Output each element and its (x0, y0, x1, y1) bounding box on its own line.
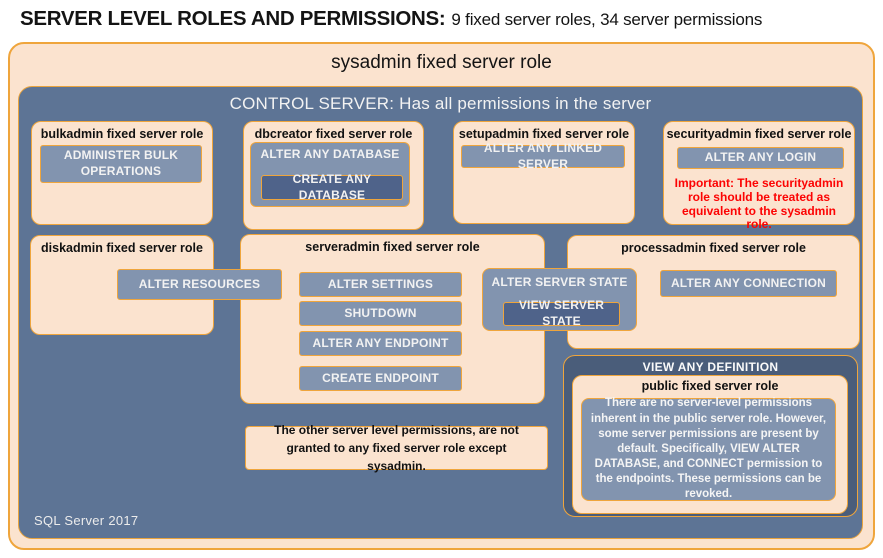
role-box-dbcreator: dbcreator fixed server role ALTER ANY DA… (243, 121, 424, 230)
role-box-securityadmin: securityadmin fixed server role ALTER AN… (663, 121, 855, 231)
perm-alter-resources: ALTER RESOURCES (117, 269, 282, 300)
page-title: SERVER LEVEL ROLES AND PERMISSIONS: 9 fix… (20, 7, 762, 31)
role-box-public: public fixed server role There are no se… (572, 375, 848, 514)
other-permissions-note-text: The other server level permissions, are … (274, 423, 519, 473)
perm-create-any-database: CREATE ANY DATABASE (261, 172, 403, 202)
role-label-public: public fixed server role (641, 379, 779, 393)
perm-alter-any-connection: ALTER ANY CONNECTION (660, 270, 837, 297)
page-title-bold: SERVER LEVEL ROLES AND PERMISSIONS: (20, 7, 446, 30)
perm-view-server-state: VIEW SERVER STATE (503, 298, 620, 328)
securityadmin-warning-text: Important: The securityadmin role should… (674, 176, 844, 232)
perm-alter-settings: ALTER SETTINGS (299, 272, 462, 297)
perm-alter-any-login: ALTER ANY LOGIN (677, 147, 844, 169)
perm-administer-bulk-operations: ADMINISTER BULK OPERATIONS (40, 145, 202, 183)
sysadmin-role-label: sysadmin fixed server role (331, 52, 552, 73)
perm-view-any-definition: VIEW ANY DEFINITION (642, 360, 779, 374)
role-box-serveradmin: serveradmin fixed server role ALTER SETT… (240, 234, 545, 404)
sql-server-version-label: SQL Server 2017 (34, 513, 139, 528)
perm-alter-any-endpoint: ALTER ANY ENDPOINT (299, 331, 462, 356)
perm-alter-server-state-label: ALTER SERVER STATE (491, 275, 628, 289)
role-label-bulkadmin: bulkadmin fixed server role (40, 127, 204, 141)
control-server-label: CONTROL SERVER: Has all permissions in t… (229, 94, 652, 113)
perm-shutdown: SHUTDOWN (299, 301, 462, 326)
page-title-subtext: 9 fixed server roles, 34 server permissi… (451, 10, 763, 29)
view-any-definition-box: VIEW ANY DEFINITION public fixed server … (563, 355, 858, 517)
perm-alter-any-database-label: ALTER ANY DATABASE (260, 147, 400, 161)
perm-alter-any-database: ALTER ANY DATABASE CREATE ANY DATABASE (250, 142, 410, 207)
public-role-description-text: There are no server-level permissions in… (590, 397, 827, 501)
role-label-dbcreator: dbcreator fixed server role (254, 127, 413, 141)
role-label-processadmin: processadmin fixed server role (621, 241, 806, 255)
role-label-serveradmin: serveradmin fixed server role (305, 240, 480, 254)
perm-alter-server-state: ALTER SERVER STATE VIEW SERVER STATE (482, 268, 637, 331)
role-label-diskadmin: diskadmin fixed server role (41, 241, 203, 255)
role-box-bulkadmin: bulkadmin fixed server role ADMINISTER B… (31, 121, 213, 225)
role-label-securityadmin: securityadmin fixed server role (666, 127, 852, 141)
perm-create-endpoint: CREATE ENDPOINT (299, 366, 462, 391)
role-label-setupadmin: setupadmin fixed server role (458, 127, 630, 141)
public-role-description-box: There are no server-level permissions in… (581, 397, 836, 501)
perm-alter-any-linked-server: ALTER ANY LINKED SERVER (461, 141, 625, 171)
other-permissions-note: The other server level permissions, are … (245, 423, 548, 473)
role-box-setupadmin: setupadmin fixed server role ALTER ANY L… (453, 121, 635, 224)
